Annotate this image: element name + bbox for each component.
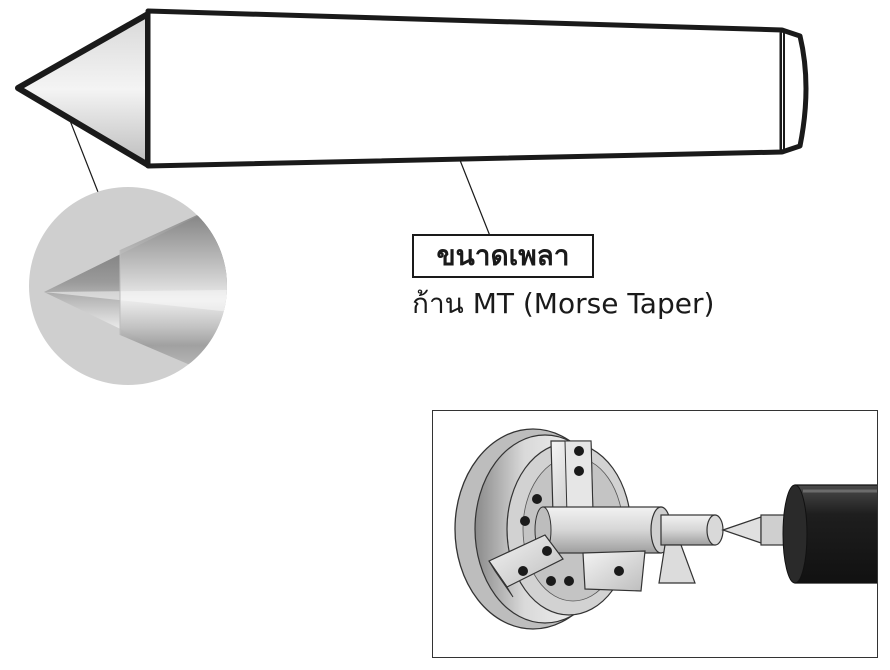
chuck-jaw-lower-left — [488, 534, 564, 598]
shaft-size-label-box: ขนาดเพลา — [412, 234, 594, 278]
tool-rest-bracket — [658, 544, 696, 584]
lathe-chuck-illustration — [454, 428, 877, 630]
shaft-size-label: ขนาดเพลา — [436, 239, 570, 272]
lathe-usage-inset — [432, 410, 878, 658]
taper-shank-body — [145, 8, 785, 169]
workpiece-cylinder — [534, 506, 724, 554]
tip-zoom-detail — [29, 187, 227, 385]
center-point-tip — [15, 11, 151, 168]
chuck-jaw-lower-right — [546, 550, 646, 592]
morse-taper-shank-label: ก้าน MT (Morse Taper) — [412, 287, 715, 320]
chuck-jaw-top — [550, 440, 594, 516]
center-tool-drawing — [15, 8, 809, 385]
tailstock-center-point — [721, 514, 792, 546]
tailstock-quill — [782, 484, 877, 584]
shank-end-cap — [781, 27, 809, 155]
